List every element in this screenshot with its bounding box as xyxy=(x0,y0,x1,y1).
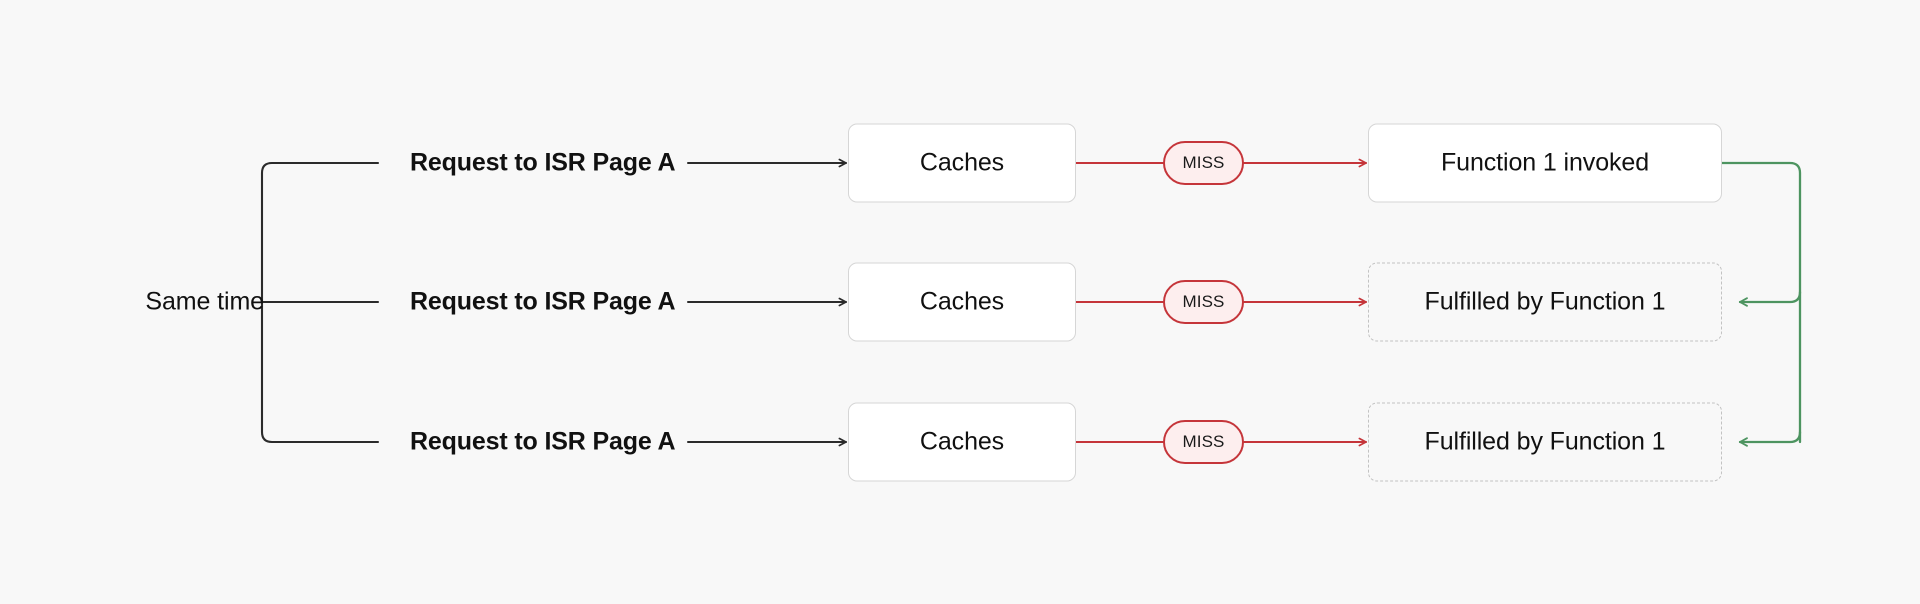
miss-badge-row-1: MISS xyxy=(1163,141,1244,185)
request-label-row-2: Request to ISR Page A xyxy=(410,287,676,316)
green-reuse-connector xyxy=(1720,161,1802,447)
cache-node-row-2[interactable]: Caches xyxy=(848,262,1076,342)
cache-node-row-3[interactable]: Caches xyxy=(848,402,1076,482)
same-time-label: Same time xyxy=(145,287,264,316)
cache-node-row-1[interactable]: Caches xyxy=(848,123,1076,203)
result-node-row-3[interactable]: Fulfilled by Function 1 xyxy=(1368,402,1722,482)
miss-badge-row-3: MISS xyxy=(1163,420,1244,464)
miss-badge-row-2: MISS xyxy=(1163,280,1244,324)
result-node-row-2[interactable]: Fulfilled by Function 1 xyxy=(1368,262,1722,342)
request-label-row-1: Request to ISR Page A xyxy=(410,148,676,177)
same-time-bracket xyxy=(260,161,380,444)
result-node-row-1[interactable]: Function 1 invoked xyxy=(1368,123,1722,203)
request-label-row-3: Request to ISR Page A xyxy=(410,427,676,456)
